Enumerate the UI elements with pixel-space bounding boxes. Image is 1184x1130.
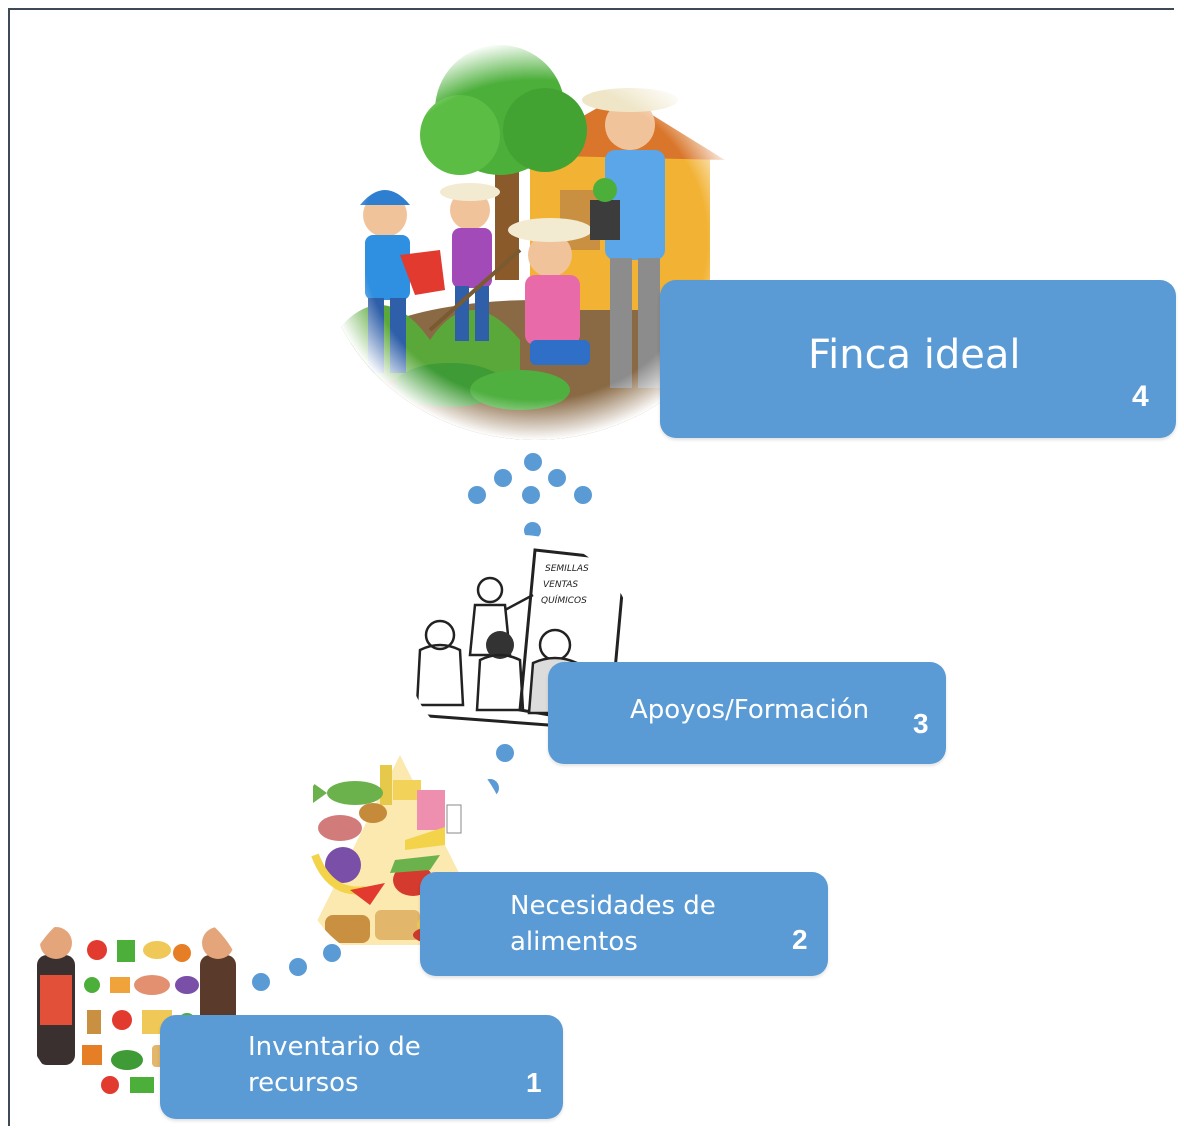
connector-dot <box>252 973 270 991</box>
connector-dot <box>548 469 566 487</box>
connector-dot <box>524 522 541 539</box>
step-1-box: Inventario de recursos 1 <box>160 1015 563 1119</box>
diagram-frame <box>8 8 1174 1126</box>
connector-dot <box>524 453 542 471</box>
connector-dot <box>574 486 592 504</box>
connector-dot <box>522 486 540 504</box>
connector-dot <box>496 744 514 762</box>
step-2-number: 2 <box>792 924 808 955</box>
step-3-box: Apoyos/Formación 3 <box>548 662 946 764</box>
step-4-number: 4 <box>1132 380 1149 413</box>
food-pyramid-illustration <box>295 735 510 965</box>
step-2-box: Necesidades de alimentos 2 <box>420 872 828 976</box>
step-1-label-line-2: recursos <box>248 1068 359 1098</box>
sign-text-2: VENTAS <box>543 580 578 590</box>
step-1-label-line-1: Inventario de <box>248 1032 421 1062</box>
step-4-label: Finca ideal <box>808 332 1021 378</box>
step-4-box: Finca ideal 4 <box>660 280 1176 438</box>
step-3-number: 3 <box>913 708 929 739</box>
step-2-label-line-1: Necesidades de <box>510 891 716 921</box>
connector-dot <box>494 469 512 487</box>
sign-text-3: QUÍMICOS <box>541 594 587 606</box>
step-3-label: Apoyos/Formación <box>630 695 870 725</box>
connector-dot <box>289 958 307 976</box>
step-2-label-line-2: alimentos <box>510 927 638 957</box>
sign-text-1: SEMILLAS <box>545 564 589 574</box>
connector-dot <box>323 944 341 962</box>
step-1-number: 1 <box>526 1067 542 1098</box>
connector-dot <box>468 486 486 504</box>
